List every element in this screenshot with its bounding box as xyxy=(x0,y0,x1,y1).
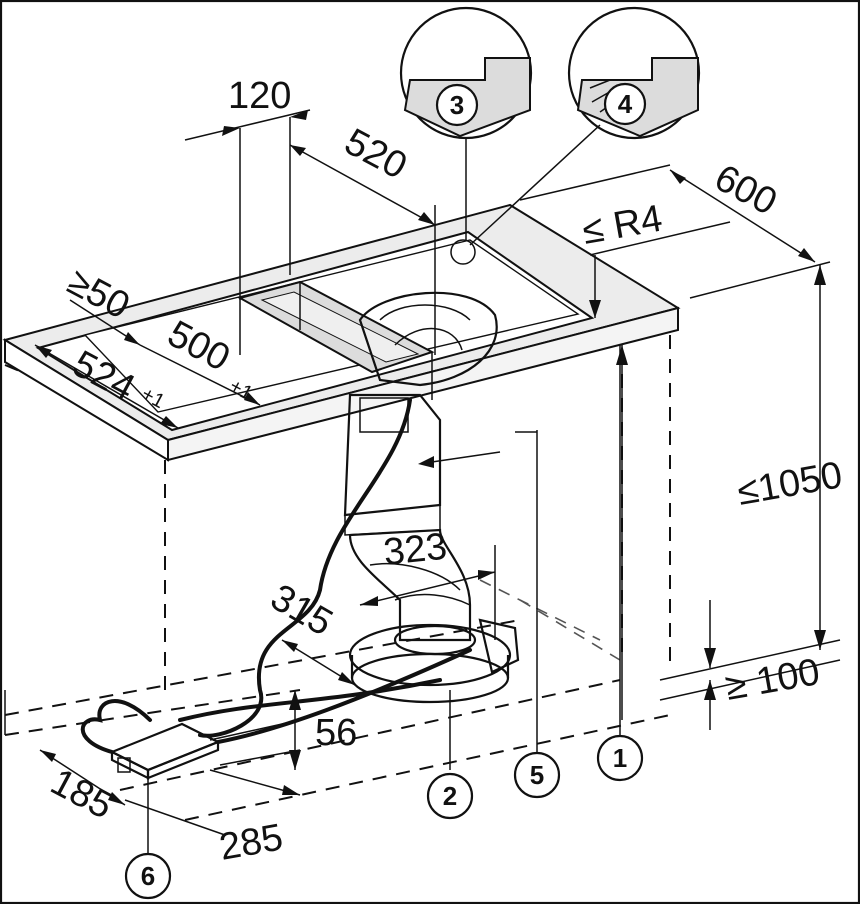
callout-6: 6 xyxy=(124,852,172,900)
dim-285: 285 xyxy=(216,816,286,868)
dimension-lines xyxy=(34,109,841,855)
dim-600: 600 xyxy=(708,157,784,224)
dim-ge100: ≥ 100 xyxy=(722,651,823,709)
dim-r4: ≤ R4 xyxy=(579,198,665,253)
callout-3: 3 xyxy=(435,83,479,127)
cables xyxy=(80,398,472,754)
dim-185: 185 xyxy=(44,761,120,828)
dim-315: 315 xyxy=(264,576,340,644)
control-box xyxy=(109,722,221,780)
callout-4-label: 4 xyxy=(618,89,633,119)
dim-120: 120 xyxy=(228,75,291,117)
dim-323: 323 xyxy=(382,526,449,574)
callout-5: 5 xyxy=(513,751,561,799)
callout-5-label: 5 xyxy=(530,760,544,790)
callout-1: 1 xyxy=(596,734,644,782)
callout-4: 4 xyxy=(603,82,647,126)
dim-56: 56 xyxy=(315,712,357,754)
callouts: 1 2 3 4 5 6 xyxy=(124,82,647,900)
motor-unit xyxy=(348,618,520,704)
worktop xyxy=(2,203,681,462)
callout-1-label: 1 xyxy=(613,743,627,773)
callout-2: 2 xyxy=(426,772,474,820)
callout-2-label: 2 xyxy=(443,781,457,811)
dim-le1050: ≤1050 xyxy=(734,454,845,514)
callout-3-label: 3 xyxy=(450,90,464,120)
callout-6-label: 6 xyxy=(141,861,155,891)
